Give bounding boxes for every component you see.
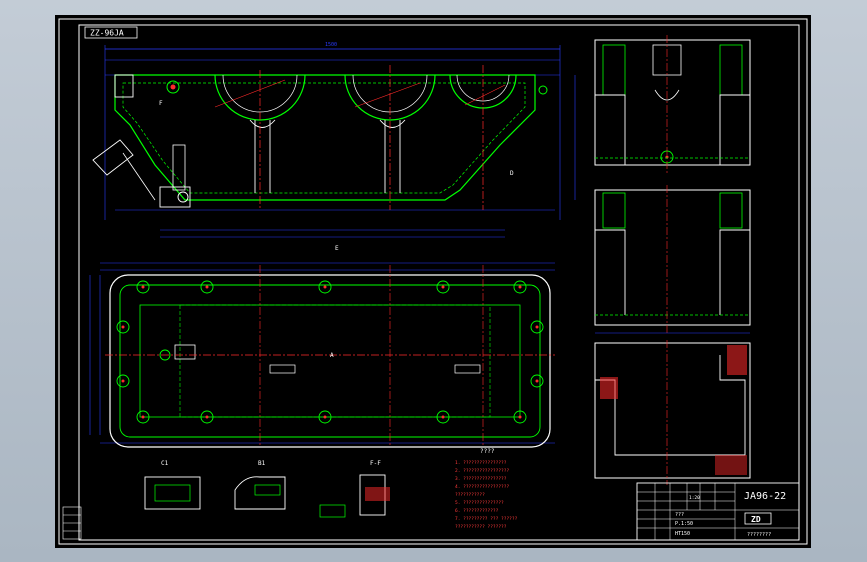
drawing-canvas[interactable]: ZZ-96JA 1500 [55,15,811,548]
side-view-top [594,35,751,175]
code-tag: ZZ-96JA [84,26,138,39]
drawing-svg: ZZ-96JA 1500 [58,18,808,545]
outer-frame [58,18,808,545]
label-a: A [330,352,334,359]
company-text: ???????? [747,532,771,538]
section-right-label: F-F [370,460,381,467]
technical-notes: ???? 1. ???????????????? 2. ????????????… [455,448,518,530]
section-mid-label: B1 [258,460,266,467]
scale-ratio: P.1:50 [675,521,693,527]
material-text: HT150 [675,531,690,537]
note-line: ??????????? ??????? [455,524,507,530]
drawing-number: JA96-22 [744,491,786,502]
label-e: E [335,245,339,252]
label-f: F [159,100,163,107]
title-block: JA96-22 1:20 ??? P.1:50 HT150 ZD ???????… [636,482,800,541]
note-line: 1. ???????????????? [455,460,507,466]
revision-table [62,506,82,540]
code-tag-text: ZZ-96JA [90,29,124,38]
note-line: 4. ????????????????? [455,484,509,490]
section-left-label: C1 [161,460,169,467]
label-d: D [510,170,514,177]
detail-section-c1: C1 [144,460,201,510]
side-view-bottom [594,340,751,485]
note-line: ??????????? [455,492,485,498]
inner-frame [78,24,800,541]
notes-header: ???? [480,448,495,455]
side-view-middle [594,185,751,335]
scale-label: 1:20 [689,495,700,501]
note-line: 2. ????????????????? [455,468,509,474]
sheet-text: ??? [675,512,684,518]
detail-section-b1: B1 [234,460,286,510]
note-line: 7. ????????? ??? ?????? [455,516,518,522]
top-view: A [89,262,555,448]
front-view: 1500 [92,42,576,252]
detail-section-ff: F-F [319,460,390,518]
note-line: 6. ????????????? [455,508,499,514]
logo-text: ZD [751,515,761,524]
note-line: 5. ??????????????? [455,500,504,506]
top-dimension-text: 1500 [325,42,337,48]
company-logo: ZD [744,512,772,525]
note-line: 3. ???????????????? [455,476,507,482]
